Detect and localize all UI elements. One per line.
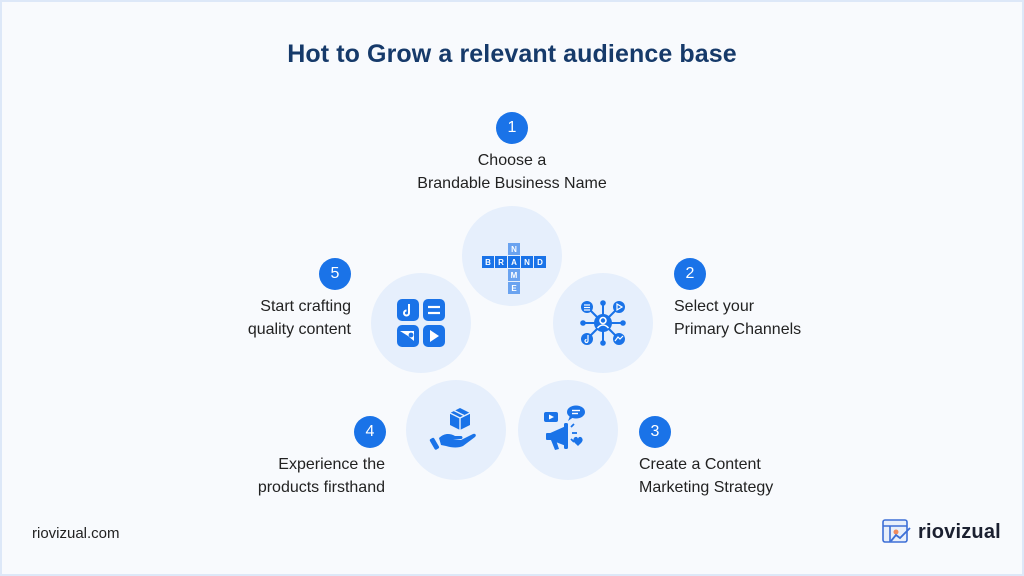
step-label-line: Select your [674, 298, 755, 315]
website-url: riovizual.com [32, 525, 120, 542]
step-5-circle [371, 273, 471, 373]
crossword-cell: B [482, 256, 494, 268]
step-4-badge: 4 [354, 416, 386, 448]
step-3-circle [518, 380, 618, 480]
step-number: 1 [507, 119, 517, 136]
step-label-line: Create a Content [639, 456, 761, 473]
step-2-badge: 2 [674, 258, 706, 290]
crossword-cell: D [534, 256, 546, 268]
step-label-line: quality content [247, 321, 351, 338]
hand-box-icon [429, 408, 476, 450]
crossword-cell: M [508, 269, 520, 281]
step-3-badge: 3 [639, 416, 671, 448]
step-number: 5 [330, 265, 340, 282]
step-3-label: Create a Content Marketing Strategy [639, 453, 773, 499]
step-1-badge: 1 [496, 112, 528, 144]
step-number: 3 [650, 423, 660, 440]
step-5-badge: 5 [319, 258, 351, 290]
channels-network-icon [580, 300, 626, 346]
step-label-line: Primary Channels [674, 321, 802, 338]
step-label-line: Start crafting [260, 298, 351, 315]
riovizual-logo-icon [882, 519, 911, 543]
step-4-label: Experience the products firsthand [258, 453, 385, 499]
step-number: 4 [365, 423, 375, 440]
logo-text: riovizual [918, 520, 1001, 543]
crossword-cell: N [508, 243, 520, 255]
step-1-label: Choose a Brandable Business Name [362, 149, 662, 195]
page-title: Hot to Grow a relevant audience base [287, 40, 737, 68]
crossword-cell: A [508, 256, 520, 268]
step-label-line: Marketing Strategy [639, 479, 774, 496]
crossword-cell: E [508, 282, 520, 294]
brand-logo: riovizual [882, 519, 1001, 545]
content-grid-icon [397, 299, 445, 347]
step-label-line: Brandable Business Name [417, 175, 607, 192]
crossword-cell: N [521, 256, 533, 268]
step-label-line: Experience the [278, 456, 385, 473]
step-4-circle [406, 380, 506, 480]
step-2-label: Select your Primary Channels [674, 295, 801, 341]
step-label-line: products firsthand [257, 479, 385, 496]
step-2-circle [553, 273, 653, 373]
step-1-circle: B R A N D N M E [462, 206, 562, 306]
step-label-line: Choose a [477, 152, 547, 169]
step-number: 2 [685, 265, 695, 282]
brand-name-crossword-icon: B R A N D N M E [472, 221, 552, 294]
megaphone-icon [544, 405, 585, 450]
crossword-cell: R [495, 256, 507, 268]
step-5-label: Start crafting quality content [248, 295, 351, 341]
